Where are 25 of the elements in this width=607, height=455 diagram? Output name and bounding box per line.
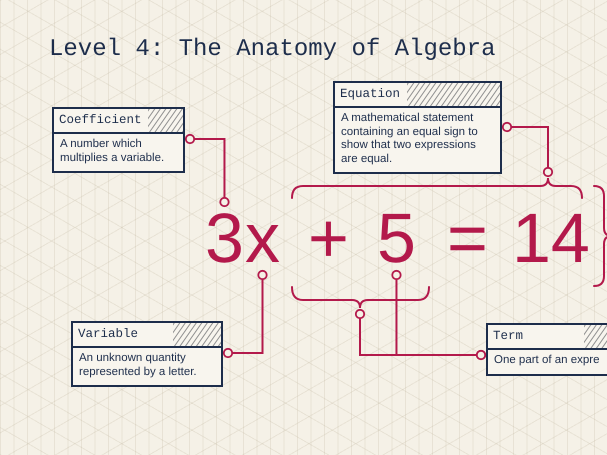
definition-card [486, 323, 607, 376]
card-text: An unknown quantity represented by a letter. [73, 346, 221, 385]
card-text: One part of an expre [488, 348, 607, 374]
equation-text: 14 [512, 207, 590, 270]
leader-line [391, 270, 486, 360]
definition-card [52, 107, 185, 173]
definition-card [71, 321, 223, 387]
equation-text: = [447, 207, 488, 270]
equation-text: x [245, 207, 280, 270]
card-heading: Coefficient [59, 113, 142, 128]
card-heading: Equation [340, 87, 400, 102]
leader-line [222, 270, 268, 358]
equation-text: 5 [377, 207, 416, 270]
card-heading: Variable [78, 327, 138, 342]
leader-line [184, 134, 230, 208]
equation-text: + [308, 207, 349, 270]
card-heading: Term [493, 329, 524, 344]
card-text: A number which multiplies a variable. [54, 132, 183, 171]
leader-line [502, 122, 554, 178]
definition-card [333, 81, 502, 174]
curly-bracket [290, 286, 431, 309]
card-text: A mathematical statement containing an equal sign to show that two expressions are equal. [335, 106, 500, 172]
equation-text: 3 [205, 207, 244, 270]
curly-bracket [290, 177, 584, 199]
title: Level 4: The Anatomy of Algebra [49, 36, 496, 64]
